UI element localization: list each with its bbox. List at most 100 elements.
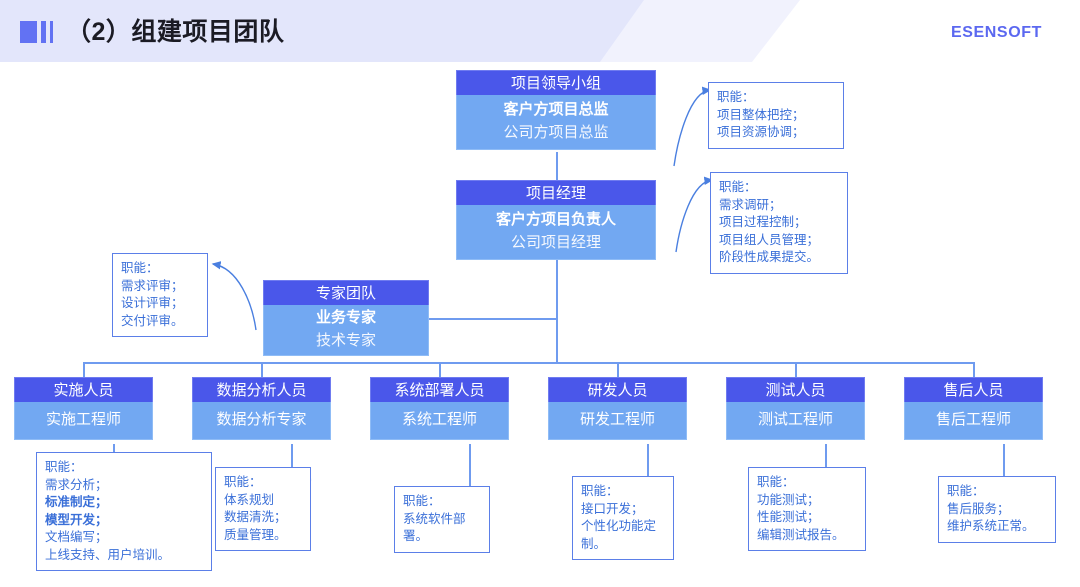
connector-data-to-note	[291, 444, 293, 472]
node-system-deployment-body: 系统工程师	[370, 402, 509, 440]
note-project-manager: 职能： 需求调研； 项目过程控制； 项目组人员管理； 阶段性成果提交。	[710, 172, 848, 274]
connector-impl-to-note	[113, 444, 115, 459]
node-project-manager[interactable]: 项目经理 客户方项目负责人 公司项目经理	[456, 180, 656, 260]
node-expert-team-line1: 业务专家	[315, 309, 376, 326]
node-development-line1: 研发工程师	[579, 411, 655, 428]
note-deploy-item-1: 署。	[403, 529, 429, 543]
node-implementation-header: 实施人员	[14, 377, 153, 402]
note-development: 职能： 接口开发； 个性化功能定 制。	[572, 476, 674, 560]
node-testing-body: 测试工程师	[726, 402, 865, 440]
connector-deploy-to-note	[469, 444, 471, 492]
node-implementation-body: 实施工程师	[14, 402, 153, 440]
note-testing: 职能： 功能测试； 性能测试； 编辑测试报告。	[748, 467, 866, 551]
note-support-item-1: 维护系统正常。	[947, 519, 1035, 533]
node-testing-header: 测试人员	[726, 377, 865, 402]
node-implementation-line1: 实施工程师	[45, 411, 121, 428]
note-pm-item-2: 项目组人员管理；	[719, 232, 820, 247]
connector-drop-deploy	[439, 362, 441, 377]
node-project-manager-line2: 公司项目经理	[510, 234, 601, 251]
page-title: （2）组建项目团队	[66, 18, 285, 46]
node-testing-line1: 测试工程师	[757, 411, 833, 428]
note-expert-team: 职能： 需求评审； 设计评审； 交付评审。	[112, 253, 208, 337]
connector-dev-to-note	[647, 444, 649, 482]
note-test-item-2: 编辑测试报告。	[757, 527, 845, 542]
node-development-body: 研发工程师	[548, 402, 687, 440]
node-development-header: 研发人员	[548, 377, 687, 402]
note-pm-title: 职能：	[719, 180, 757, 194]
node-testing[interactable]: 测试人员 测试工程师	[726, 377, 865, 440]
note-impl-title: 职能：	[45, 460, 83, 474]
connector-expert-to-spine	[429, 318, 557, 320]
note-data-item-1: 数据清洗；	[224, 510, 287, 524]
node-system-deployment-header: 系统部署人员	[370, 377, 509, 402]
brand-logo: ESENSOFT	[950, 24, 1042, 41]
node-leadership-body: 客户方项目总监 公司方项目总监	[456, 95, 656, 150]
arrow-to-note-leadership	[673, 86, 712, 167]
note-pm-item-1: 项目过程控制；	[719, 215, 807, 229]
node-system-deployment[interactable]: 系统部署人员 系统工程师	[370, 377, 509, 440]
note-dev-item-1: 个性化功能定	[581, 519, 657, 533]
node-expert-team-body: 业务专家 技术专家	[263, 305, 429, 356]
connector-support-to-note	[1003, 444, 1005, 482]
note-impl-item-2: 模型开发；	[45, 512, 108, 527]
note-pm-item-0: 需求调研；	[719, 197, 782, 212]
node-expert-team-header: 专家团队	[263, 280, 429, 305]
node-implementation[interactable]: 实施人员 实施工程师	[14, 377, 153, 440]
connector-drop-dev	[617, 362, 619, 377]
note-expert-item-0: 需求评审；	[121, 278, 184, 293]
note-dev-item-2: 制。	[581, 536, 607, 551]
note-expert-item-2: 交付评审。	[121, 313, 184, 328]
note-deploy-item-0: 系统软件部	[403, 511, 466, 526]
bars-icon	[20, 21, 56, 43]
node-project-manager-body: 客户方项目负责人 公司项目经理	[456, 205, 656, 260]
note-impl-item-3: 文档编写；	[45, 530, 108, 544]
note-expert-title: 职能：	[121, 261, 159, 275]
note-data-analysis: 职能： 体系规划 数据清洗； 质量管理。	[215, 467, 311, 551]
node-data-analysis-body: 数据分析专家	[192, 402, 331, 440]
note-leadership-item-1: 项目资源协调；	[717, 125, 805, 139]
node-project-manager-line1: 客户方项目负责人	[495, 211, 616, 228]
node-after-sales-body: 售后工程师	[904, 402, 1043, 440]
note-leadership-title: 职能：	[717, 90, 755, 104]
org-chart-canvas: 项目领导小组 客户方项目总监 公司方项目总监 项目经理 客户方项目负责人 公司项…	[0, 62, 1080, 587]
note-support-title: 职能：	[947, 484, 985, 498]
note-test-item-1: 性能测试；	[757, 510, 820, 524]
note-impl-item-4: 上线支持、用户培训。	[45, 547, 171, 562]
node-leadership-header: 项目领导小组	[456, 70, 656, 95]
connector-leadership-to-pm	[556, 152, 558, 181]
note-impl-item-1: 标准制定；	[45, 495, 108, 509]
note-system-deployment: 职能： 系统软件部 署。	[394, 486, 490, 553]
note-deploy-title: 职能：	[403, 494, 441, 508]
node-leadership[interactable]: 项目领导小组 客户方项目总监 公司方项目总监	[456, 70, 656, 150]
note-support-item-0: 售后服务；	[947, 501, 1010, 516]
node-system-deployment-line1: 系统工程师	[401, 411, 477, 428]
node-development[interactable]: 研发人员 研发工程师	[548, 377, 687, 440]
note-dev-item-0: 接口开发；	[581, 501, 644, 516]
node-data-analysis[interactable]: 数据分析人员 数据分析专家	[192, 377, 331, 440]
note-impl-item-0: 需求分析；	[45, 477, 108, 492]
note-leadership-item-0: 项目整体把控；	[717, 107, 805, 122]
arrow-to-note-expert	[211, 261, 257, 331]
note-test-title: 职能：	[757, 475, 795, 489]
node-expert-team[interactable]: 专家团队 业务专家 技术专家	[263, 280, 429, 356]
connector-drop-impl	[83, 362, 85, 377]
node-after-sales-header: 售后人员	[904, 377, 1043, 402]
note-pm-item-3: 阶段性成果提交。	[719, 250, 820, 264]
note-leadership: 职能： 项目整体把控； 项目资源协调；	[708, 82, 844, 149]
note-expert-item-1: 设计评审；	[121, 296, 184, 310]
connector-drop-support	[973, 362, 975, 377]
note-data-item-2: 质量管理。	[224, 527, 287, 542]
connector-drop-test	[795, 362, 797, 377]
node-expert-team-line2: 技术专家	[315, 332, 376, 349]
node-after-sales[interactable]: 售后人员 售后工程师	[904, 377, 1043, 440]
node-data-analysis-header: 数据分析人员	[192, 377, 331, 402]
node-after-sales-line1: 售后工程师	[935, 411, 1011, 428]
node-leadership-line2: 公司方项目总监	[503, 124, 609, 141]
node-project-manager-header: 项目经理	[456, 180, 656, 205]
note-dev-title: 职能：	[581, 484, 619, 498]
connector-pm-spine	[556, 252, 558, 362]
page-header: （2）组建项目团队 ESENSOFT	[0, 0, 1080, 62]
connector-distribution-bar	[83, 362, 973, 364]
note-data-title: 职能：	[224, 475, 262, 489]
arrow-to-note-pm	[675, 176, 714, 253]
